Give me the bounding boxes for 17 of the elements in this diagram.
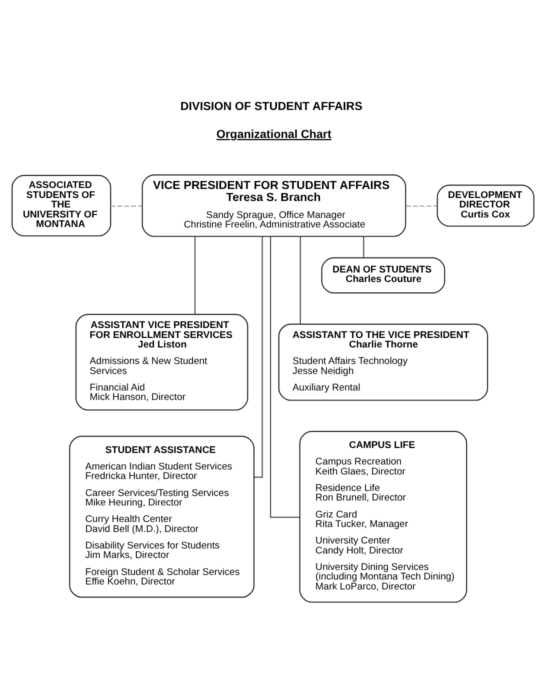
- node-box: DEAN OF STUDENTS Charles Couture: [321, 257, 446, 294]
- connector: [405, 206, 438, 207]
- node-box: VICE PRESIDENT FOR STUDENT AFFAIRS Teresa S. Branch Sandy Sprague, Office Manager Christine Freelin, Administrative Associate: [142, 174, 406, 237]
- node-box: ASSISTANT VICE PRESIDENT FOR ENROLLMENT SERVICES Jed Liston Admissions & New Student Services Financial Aid Mick Hanson, Director: [75, 314, 248, 411]
- node-box: ASSOCIATED STUDENTS OF THE UNIVERSITY OF MONTANA: [12, 174, 112, 236]
- connector: [254, 236, 263, 478]
- label: Organizational Chart: [216, 128, 332, 141]
- connector: [300, 236, 301, 325]
- node-box: CAMPUS LIFE Campus Recreation Keith Glaes, Director Residence Life Ron Brunell, Director Griz Card Rita Tucker, Manager University Center Candy Holt, Director University Dining Services (including Montana Tech Dining) Mark LoParco, Director: [299, 430, 468, 603]
- connector: [110, 206, 142, 207]
- node-box: STUDENT ASSISTANCE American Indian Student Services Fredricka Hunter, Director Career Services/Testing Services Mike Heuring, Director Curry Health Center David Bell (M.D.), Director Disability Services for Students Jim Marks, Director Foreign Student & Scholar Services Effie Koehn, Director: [69, 436, 255, 598]
- node-box: ASSISTANT TO THE VICE PRESIDENT Charlie Thorne Student Affairs Technology Jesse Neidigh Auxiliary Rental: [278, 324, 488, 401]
- connector: [194, 236, 196, 315]
- connector: [270, 236, 300, 518]
- node-box: DEVELOPMENT DIRECTOR Curtis Cox: [436, 184, 534, 227]
- connector: [363, 236, 364, 258]
- diagram-title: DIVISION OF STUDENT AFFAIRS: [180, 100, 362, 114]
